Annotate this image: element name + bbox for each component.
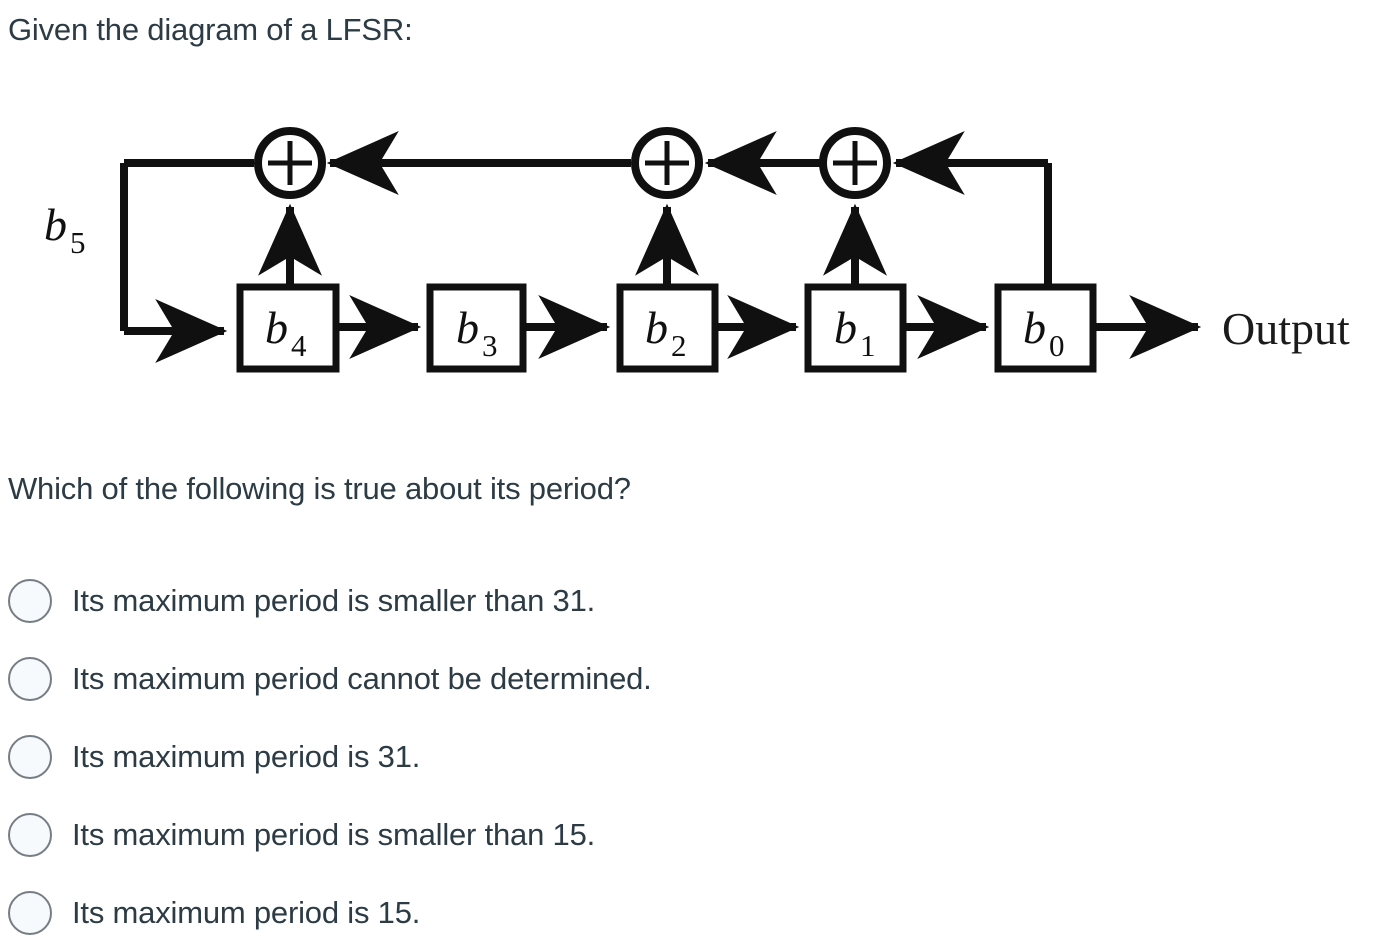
register-label-b2-sub: 2	[671, 328, 687, 363]
register-label-b2-base: b	[645, 302, 668, 353]
option-label-4: Its maximum period is 15.	[72, 895, 421, 930]
register-box-b4	[236, 283, 340, 373]
lfsr-diagram: b 4 b 3 b 2 b 1 b 0 b 5 Output	[0, 100, 1400, 410]
register-labels: b 4 b 3 b 2 b 1 b 0	[265, 302, 1065, 363]
radio-button-0[interactable]	[8, 579, 52, 623]
option-row-2[interactable]: Its maximum period is 31.	[8, 718, 1388, 796]
xor-gate-1	[254, 127, 326, 199]
lfsr-svg: b 4 b 3 b 2 b 1 b 0 b 5 Output	[44, 127, 1350, 373]
radio-button-1[interactable]	[8, 657, 52, 701]
register-label-b3-sub: 3	[482, 328, 498, 363]
register-label-b3-base: b	[456, 302, 479, 353]
register-label-b0-sub: 0	[1049, 328, 1065, 363]
xor-gates	[254, 127, 891, 199]
register-boxes	[236, 283, 1097, 373]
option-label-0: Its maximum period is smaller than 31.	[72, 583, 596, 618]
register-box-b0	[994, 283, 1097, 373]
option-row-4[interactable]: Its maximum period is 15.	[8, 874, 1388, 952]
register-label-b1-base: b	[834, 302, 857, 353]
xor-gate-2	[631, 127, 703, 199]
question-text: Which of the following is true about its…	[8, 471, 631, 506]
feedback-label-base: b	[44, 199, 67, 250]
prompt-text: Given the diagram of a LFSR:	[8, 12, 413, 47]
register-label-b1-sub: 1	[860, 328, 876, 363]
xor-gate-3	[819, 127, 891, 199]
register-box-b3	[426, 283, 527, 373]
option-row-0[interactable]: Its maximum period is smaller than 31.	[8, 562, 1388, 640]
option-row-1[interactable]: Its maximum period cannot be determined.	[8, 640, 1388, 718]
feedback-label-sub: 5	[70, 225, 86, 260]
option-label-2: Its maximum period is 31.	[72, 739, 421, 774]
register-box-b2	[616, 283, 719, 373]
options-list: Its maximum period is smaller than 31. I…	[8, 562, 1388, 952]
output-label: Output	[1222, 303, 1350, 354]
register-label-b4-sub: 4	[291, 328, 307, 363]
feedback-bit-label: b 5	[44, 199, 86, 260]
option-label-3: Its maximum period is smaller than 15.	[72, 817, 596, 852]
register-label-b0-base: b	[1023, 302, 1046, 353]
register-box-b1	[804, 283, 907, 373]
radio-button-3[interactable]	[8, 813, 52, 857]
radio-button-4[interactable]	[8, 891, 52, 935]
option-row-3[interactable]: Its maximum period is smaller than 15.	[8, 796, 1388, 874]
radio-button-2[interactable]	[8, 735, 52, 779]
register-label-b4-base: b	[265, 302, 288, 353]
option-label-1: Its maximum period cannot be determined.	[72, 661, 652, 696]
